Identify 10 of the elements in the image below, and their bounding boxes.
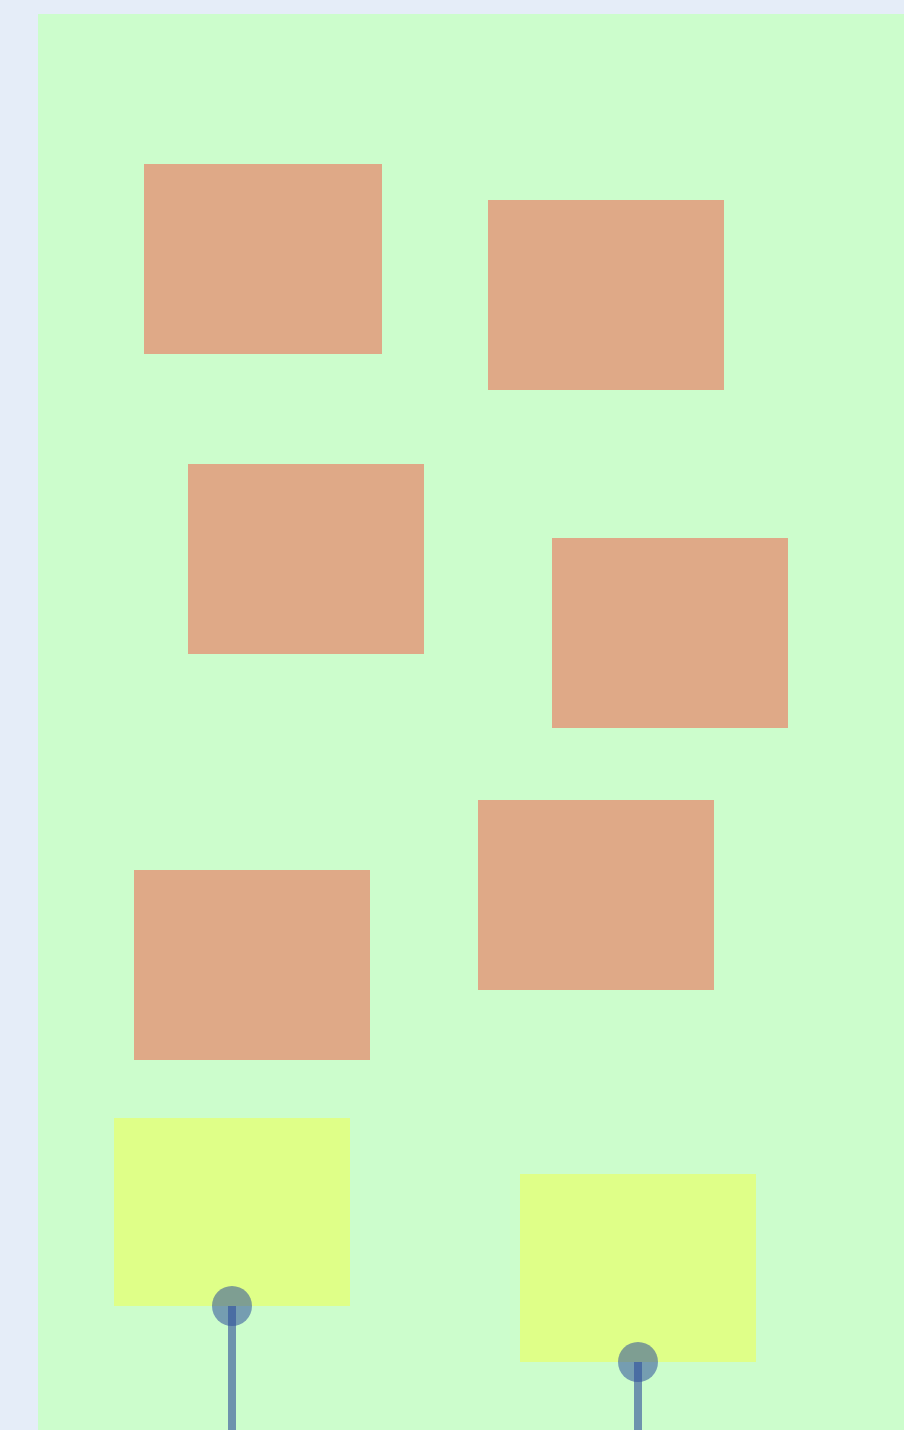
- filled-box: [114, 1118, 350, 1306]
- filled-box: [134, 870, 370, 1060]
- filled-box: [488, 200, 724, 390]
- connector-line: [618, 1342, 658, 1430]
- connector-line: [212, 1286, 252, 1430]
- filled-box: [478, 800, 714, 990]
- filled-box: [520, 1174, 756, 1362]
- filled-box: [188, 464, 424, 654]
- filled-box: [552, 538, 788, 728]
- filled-box: [144, 164, 382, 354]
